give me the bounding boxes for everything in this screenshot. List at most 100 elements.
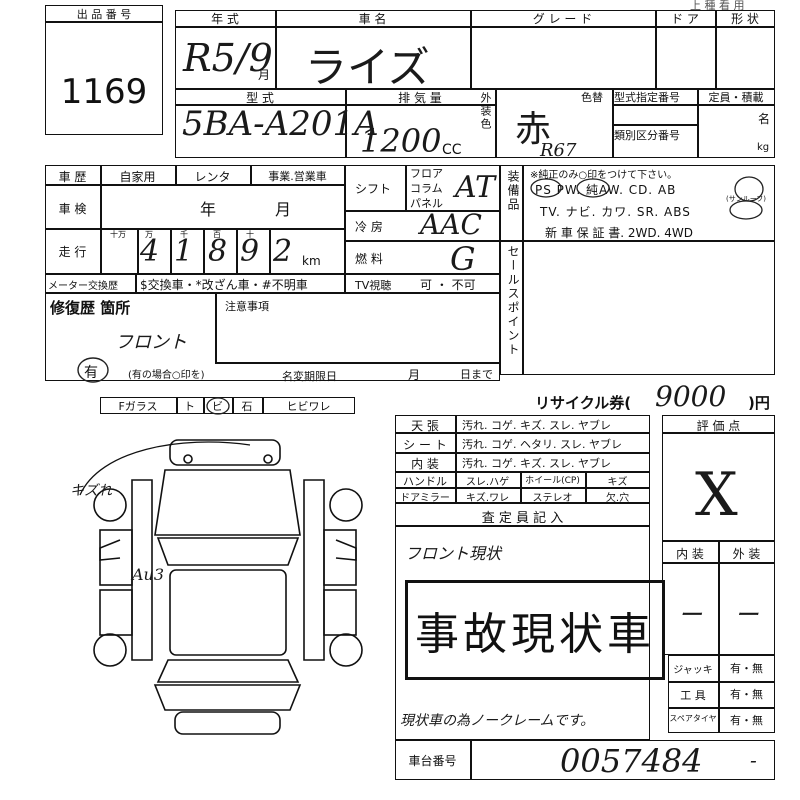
equip-row-3: 新 車 保 証 書. 2WD. 4WD: [545, 226, 693, 240]
fuel-label: 燃 料: [355, 252, 383, 266]
exterior-score-value: ー: [734, 601, 759, 629]
meter-options: $交換車・*改ざん車・#不明車: [140, 278, 308, 292]
header-grid: [175, 10, 775, 158]
deadline-label: 名変期限日: [282, 370, 337, 383]
wheel-value: キズ: [607, 477, 628, 488]
tv-value: 可 ・ 不可: [420, 278, 476, 292]
ac-value: AAC: [420, 208, 482, 241]
mileage-label: 走 行: [58, 245, 87, 259]
mirror-label: ドアミラー: [400, 493, 450, 504]
cond-label-ceiling: 天 張: [411, 419, 439, 433]
cond-label-interior: 内 装: [411, 457, 439, 471]
accessory-spare-label: スペアタイヤ: [669, 714, 717, 723]
top-right-label: 上 種 看 用: [690, 0, 745, 12]
lot-number: 1169: [60, 72, 148, 112]
mileage-digit: 8: [208, 234, 228, 269]
side-annotation: Au3: [132, 565, 165, 584]
interior-score-label: 内 装: [676, 547, 704, 561]
glass-circle: [206, 397, 230, 415]
sunroof-label: (サンルーフ): [726, 195, 767, 203]
front-annotation: キズれ: [70, 483, 112, 499]
shift-value: AT: [455, 170, 496, 205]
history-private: 自家用: [119, 170, 156, 184]
cond-value-seat: 汚れ. コゲ. ヘタリ. スレ. ヤブレ: [462, 438, 622, 451]
model-label: 型 式: [246, 91, 274, 105]
ac-label: 冷 房: [355, 220, 383, 234]
history-rental: レンタ: [194, 170, 231, 184]
repair-note: フロント: [115, 332, 187, 353]
inspector-note-2: 現状車の為ノークレームです。: [400, 713, 595, 729]
tv-label: TV視聴: [355, 279, 392, 292]
digit-label-10: 十: [246, 230, 254, 239]
history-label: 車 歴: [58, 170, 87, 184]
kg-unit: kg: [757, 142, 770, 153]
accessory-tools-value: 有・無: [730, 688, 763, 701]
color-value: 赤: [515, 109, 552, 150]
repair-block: [45, 293, 500, 381]
accessory-jack-label: ジャッキ: [673, 665, 713, 676]
accident-stamp: 事故現状車: [405, 580, 665, 680]
condition-table: [395, 415, 650, 503]
sales-point-label: セールスポイント: [506, 245, 520, 357]
repair-label: 修復歴 箇所: [50, 299, 131, 317]
month-suffix: 月: [258, 68, 271, 82]
glass-bi: ビ: [212, 400, 223, 413]
chassis-value: 0057484: [560, 742, 703, 780]
mileage-digit: 1: [174, 234, 194, 269]
car-diagram: [79, 439, 363, 735]
door-label: ド ア: [671, 12, 699, 26]
chassis-box: [395, 740, 775, 780]
inspection-year: 年: [200, 200, 217, 219]
shift-floor: フロア: [410, 167, 443, 180]
history-business: 事業.営業車: [268, 170, 327, 183]
score-label: 評 価 点: [696, 419, 741, 433]
cond-value-ceiling: 汚れ. コゲ. キズ. スレ. ヤブレ: [462, 419, 611, 432]
fuel-value: G: [450, 240, 476, 278]
equipment-block: [345, 165, 500, 293]
note-label: 注意事項: [225, 300, 269, 313]
inspection-month: 月: [275, 200, 292, 219]
persons-unit: 名: [758, 112, 771, 126]
cond-value-interior: 汚れ. コゲ. キズ. スレ. ヤブレ: [462, 457, 611, 470]
color-code: R67: [540, 140, 577, 161]
accessory-tools-label: 工 具: [680, 689, 706, 702]
interior-score-value: ー: [678, 601, 702, 629]
digit-label-10k: 万: [145, 230, 153, 239]
shift-panel: パネル: [410, 197, 443, 210]
mileage-digit: 4: [140, 234, 160, 269]
equip-label: 装備品: [506, 170, 520, 212]
glass-legend: [100, 397, 355, 414]
mileage-digit: 2: [273, 234, 293, 269]
lot-label: 出 品 番 号: [76, 8, 132, 21]
shift-column: コラム: [410, 182, 443, 195]
accessory-jack-value: 有・無: [730, 662, 763, 675]
recycle-value: 9000: [655, 380, 727, 413]
equip-row-1: PS PW. 純AW. CD. AB: [535, 183, 677, 197]
digit-label-100k: 十万: [110, 230, 126, 239]
equip-row-2: TV. ナビ. カワ. SR. ABS: [540, 205, 691, 219]
inspection-label: 車 検: [58, 202, 87, 216]
stereo-value: 欠.穴: [605, 493, 630, 504]
chassis-label: 車台番号: [408, 754, 457, 768]
model-value: 5BA-A201A: [182, 104, 379, 144]
mirror-value: キズ.ワレ: [465, 493, 510, 504]
has-note: (有の場合○印を): [128, 370, 205, 381]
handle-value: スレ.ハゲ: [465, 477, 510, 488]
class-label: 類別区分番号: [614, 129, 680, 142]
stereo-label: ステレオ: [532, 493, 573, 504]
glass-stone: 石: [241, 400, 253, 413]
glass-to: ト: [184, 400, 195, 413]
cc-unit: CC: [442, 142, 462, 158]
type-cert-label: 型式指定番号: [614, 91, 680, 104]
exterior-score-label: 外 装: [732, 547, 761, 561]
cond-label-seat: シ ー ト: [403, 438, 447, 452]
digit-label-1k: 千: [180, 230, 188, 239]
equip-circles: [530, 176, 764, 220]
displacement-value: 1200: [360, 122, 442, 160]
equip-note: ※純正のみ○印をつけて下さい。: [530, 170, 678, 181]
digit-label-100: 百: [213, 230, 221, 239]
deadline-day: 日まで: [460, 368, 493, 381]
inspector-label: 査 定 員 記 入: [481, 511, 564, 526]
car-name: ライズ: [305, 43, 430, 92]
year-value: R5/9: [183, 36, 273, 80]
